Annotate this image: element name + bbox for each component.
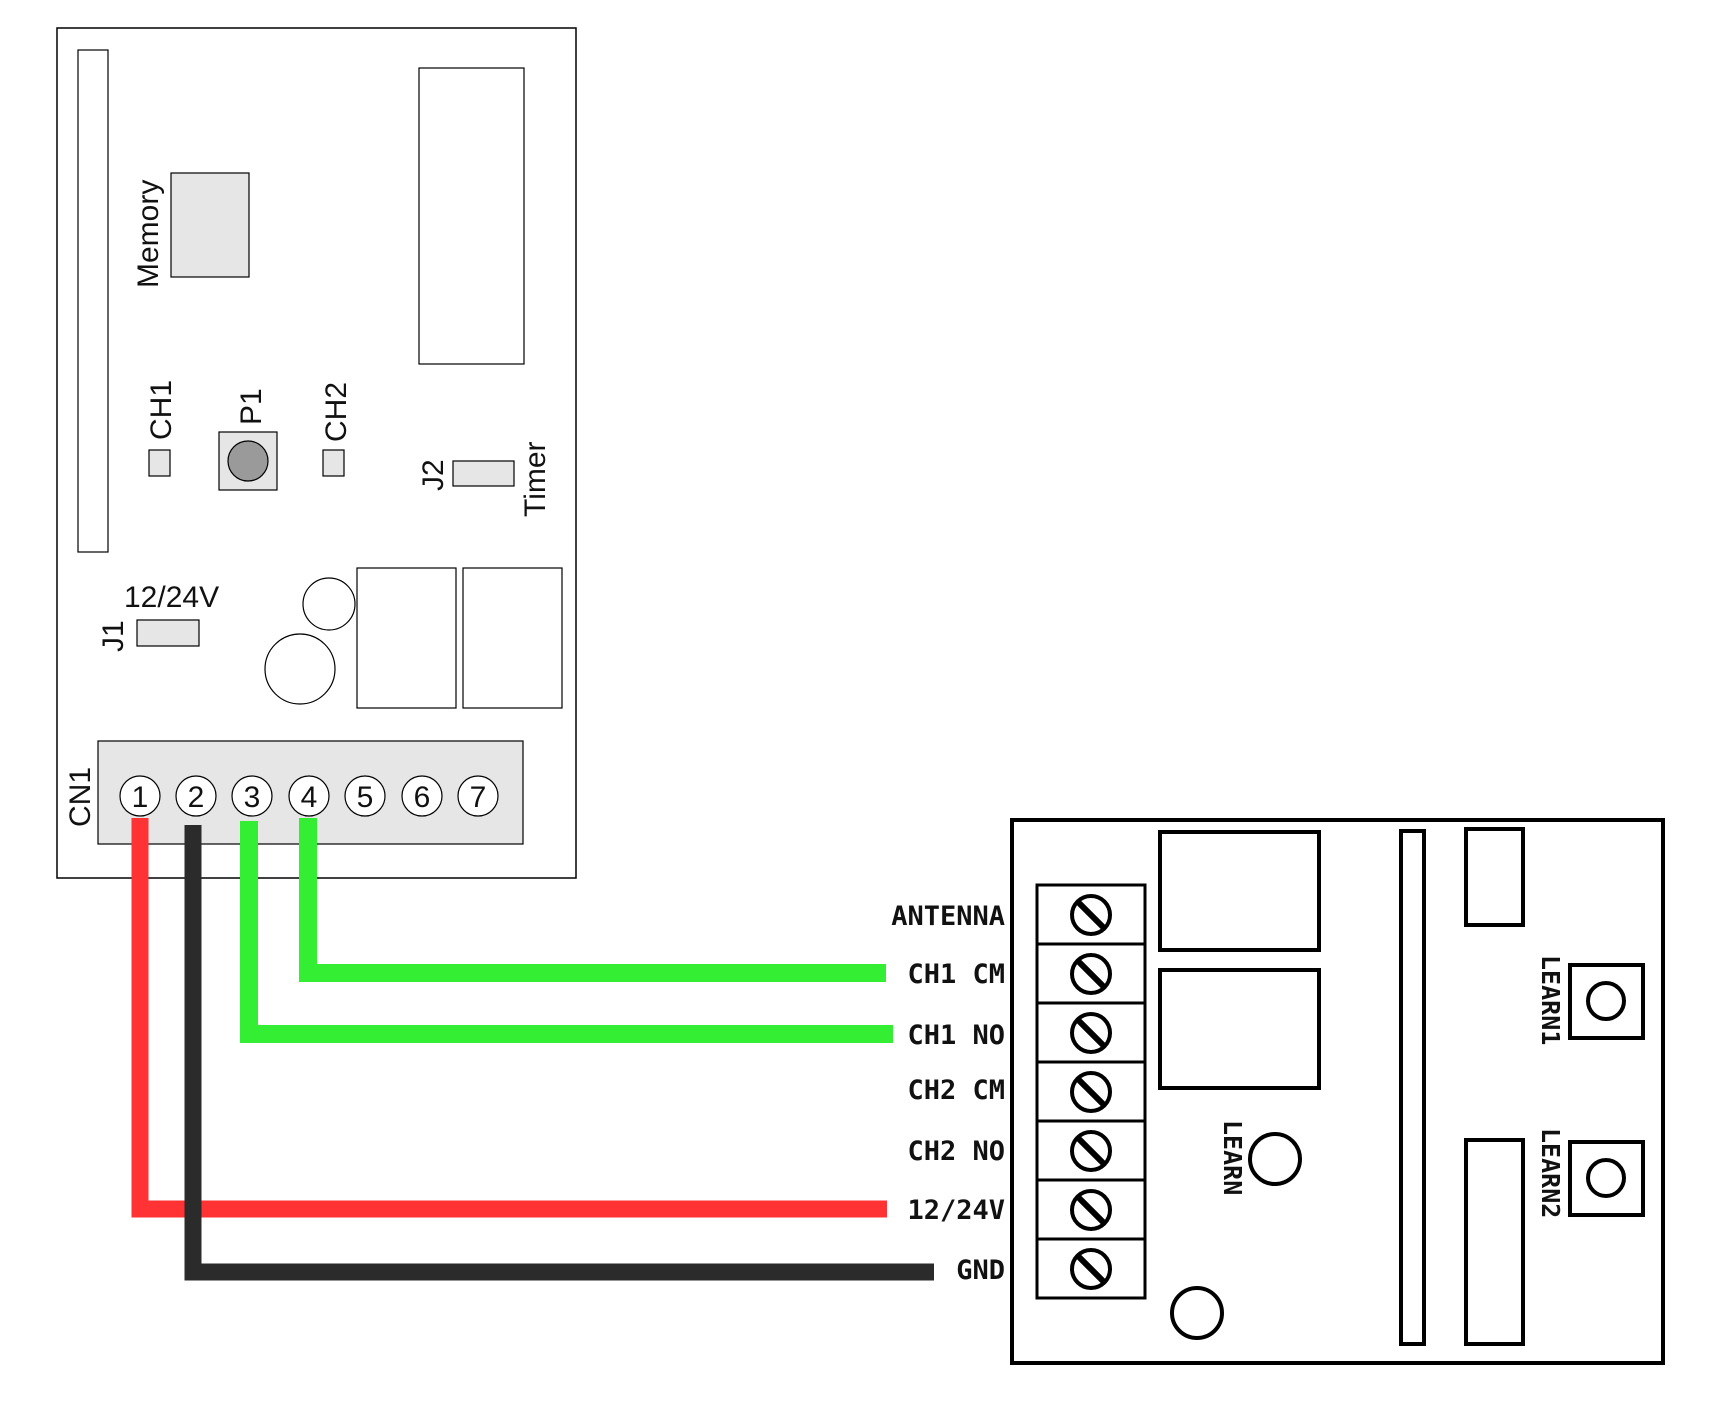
right-board: ANTENNA CH1 CM CH1 NO CH2 CM CH2 NO 12/2… <box>891 818 1665 1365</box>
capacitor-small <box>302 577 356 631</box>
ic-chip <box>418 67 525 365</box>
screw-icon <box>1070 894 1112 936</box>
ic-small <box>1464 827 1525 927</box>
learn-label: LEARN <box>1218 1120 1247 1195</box>
label-ch1-cm: CH1 CM <box>907 959 1005 990</box>
buzzer <box>1170 1286 1224 1340</box>
terminal-circle <box>457 775 499 817</box>
relay-1 <box>356 567 457 709</box>
terminal-3: 3 <box>231 775 273 817</box>
learn-led <box>1248 1132 1302 1186</box>
learn2-label: LEARN2 <box>1536 1128 1565 1218</box>
relay-2 <box>462 567 563 709</box>
antenna-strip <box>77 49 109 553</box>
p1-button <box>227 440 269 482</box>
terminal-number: 3 <box>244 781 261 814</box>
p1-label: P1 <box>235 388 268 425</box>
terminal-2: 2 <box>175 775 217 817</box>
terminal-circle <box>175 775 217 817</box>
screw-icon <box>1070 1248 1112 1290</box>
terminal-number: 5 <box>357 781 374 814</box>
wire-black-gnd <box>184 825 934 1281</box>
terminal-6: 6 <box>401 775 443 817</box>
terminal-circle <box>231 775 273 817</box>
screw-icon <box>1070 1012 1112 1054</box>
label-antenna: ANTENNA <box>891 901 1005 932</box>
wire-green-ch1-cm <box>299 818 886 982</box>
wire-green-ch1-no <box>240 821 893 1043</box>
terminal-circle <box>288 775 330 817</box>
terminal-circle <box>401 775 443 817</box>
learn2-button-housing <box>1568 1140 1645 1217</box>
ch1-label: CH1 <box>145 380 178 440</box>
terminal-number: 7 <box>470 781 487 814</box>
terminal-number: 2 <box>188 781 205 814</box>
right-board-outline <box>1010 818 1665 1365</box>
terminal-circle <box>344 775 386 817</box>
terminal-7: 7 <box>457 775 499 817</box>
screw-icon <box>1070 953 1112 995</box>
learn1-button <box>1586 981 1626 1021</box>
antenna-strip-right <box>1399 829 1426 1346</box>
terminal-number: 1 <box>132 781 149 814</box>
label-ch2-no: CH2 NO <box>907 1136 1005 1167</box>
screw-terminal-block <box>1035 883 1147 1300</box>
label-12-24v: 12/24V <box>907 1195 1005 1226</box>
relay-upper <box>1158 830 1321 952</box>
terminal-labels: ANTENNA CH1 CM CH1 NO CH2 CM CH2 NO 12/2… <box>891 901 1005 1286</box>
left-board: Memory CH1 P1 CH2 J2 Timer 12/24V J1 CN1… <box>56 27 577 879</box>
label-ch1-no: CH1 NO <box>907 1020 1005 1051</box>
j2-jumper <box>452 460 515 487</box>
screw-icon <box>1070 1071 1112 1113</box>
terminal-1: 1 <box>119 775 161 817</box>
terminal-4: 4 <box>288 775 330 817</box>
ch2-label: CH2 <box>320 382 353 442</box>
ic-tall <box>1464 1138 1525 1346</box>
ch2-led <box>322 449 345 477</box>
relay-lower <box>1158 968 1321 1090</box>
wires <box>131 818 934 1281</box>
memory-label: Memory <box>132 180 165 288</box>
label-gnd: GND <box>956 1255 1005 1286</box>
learn2-button <box>1586 1158 1626 1198</box>
timer-label: Timer <box>519 441 552 517</box>
j1-label: J1 <box>97 620 130 652</box>
learn1-label: LEARN1 <box>1536 955 1565 1045</box>
j2-label: J2 <box>417 459 450 491</box>
cn1-label: CN1 <box>64 767 97 827</box>
terminal-circle <box>119 775 161 817</box>
screw-icon <box>1070 1189 1112 1231</box>
wire-red-12-24v <box>131 818 887 1218</box>
label-ch2-cm: CH2 CM <box>907 1075 1005 1106</box>
j1-jumper <box>136 619 200 647</box>
memory-chip <box>170 172 250 278</box>
learn1-button-housing <box>1568 963 1645 1040</box>
terminal-number: 4 <box>301 781 318 814</box>
terminal-5: 5 <box>344 775 386 817</box>
voltage-label: 12/24V <box>124 581 219 614</box>
terminal-number: 6 <box>414 781 431 814</box>
ch1-led <box>148 449 171 477</box>
screw-icon <box>1070 1130 1112 1172</box>
capacitor-large <box>264 633 336 705</box>
